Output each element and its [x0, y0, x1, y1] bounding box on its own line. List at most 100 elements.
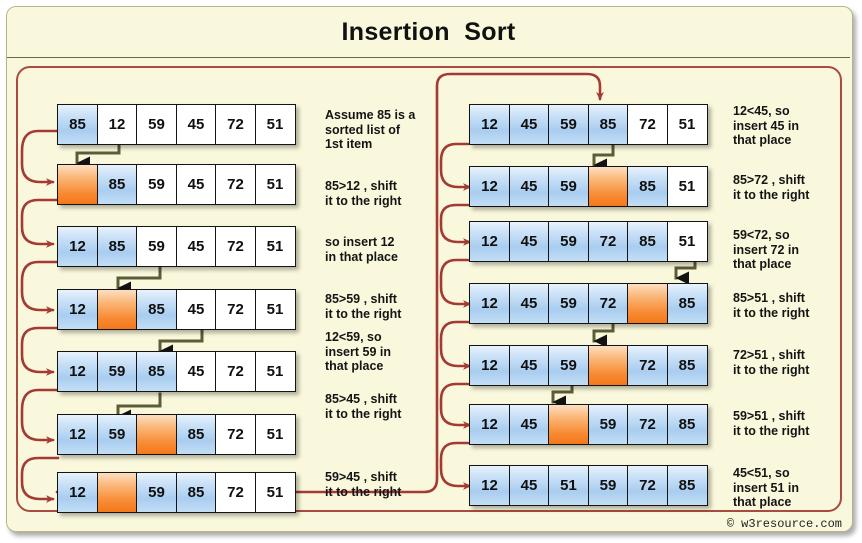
array-cell: 45 [508, 166, 550, 207]
array-cell: 85 [136, 351, 177, 392]
array-cell: 51 [548, 465, 589, 506]
step-caption: 59<72, so insert 72 in that place [733, 228, 799, 271]
step-caption: Assume 85 is a sorted list of 1st item [325, 108, 416, 151]
array-cell: 72 [215, 226, 256, 267]
array-cell-gap [548, 404, 589, 445]
array-cell: 59 [587, 404, 629, 445]
array-cell: 72 [215, 289, 256, 330]
array-cell: 12 [469, 345, 510, 386]
array-cell: 85 [627, 221, 668, 262]
array-cell: 85 [587, 104, 629, 145]
array-cell: 12 [469, 283, 510, 324]
array-cell: 59 [548, 221, 589, 262]
array-cell: 45 [508, 221, 550, 262]
array-cell: 12 [469, 166, 510, 207]
array-cell: 85 [96, 226, 138, 267]
array-cell-gap [627, 283, 668, 324]
array-cell: 45 [175, 164, 217, 205]
step-caption: 72>51 , shift it to the right [733, 348, 810, 377]
array-cell-gap [96, 289, 138, 330]
array-cell: 72 [627, 465, 668, 506]
array-cell: 72 [215, 351, 256, 392]
array-cell: 12 [469, 465, 510, 506]
array-cell: 12 [469, 104, 510, 145]
array-cell: 45 [508, 283, 550, 324]
step-caption: 12<59, so insert 59 in that place [325, 330, 391, 373]
step-caption: 85>51 , shift it to the right [733, 291, 810, 320]
array-cell: 59 [96, 351, 138, 392]
step-caption: so insert 12 in that place [325, 235, 398, 264]
array-cell: 51 [666, 221, 708, 262]
array-cell: 59 [548, 166, 589, 207]
array-cell: 72 [627, 104, 668, 145]
array-cell: 12 [96, 104, 138, 145]
array-cell: 59 [136, 226, 177, 267]
array-cell: 59 [136, 104, 177, 145]
array-cell: 59 [136, 472, 177, 513]
array-cell: 51 [666, 104, 708, 145]
array-cell-gap [587, 345, 629, 386]
array-cell: 72 [215, 414, 256, 455]
array-cell: 12 [57, 351, 98, 392]
step-caption: 59>45 , shift it to the right [325, 470, 402, 499]
array-cell: 45 [175, 289, 217, 330]
step-caption: 85>45 , shift it to the right [325, 392, 402, 421]
array-cell: 72 [627, 345, 668, 386]
array-cell: 45 [175, 351, 217, 392]
array-cell: 12 [469, 404, 510, 445]
array-cell: 45 [175, 226, 217, 267]
array-cell: 45 [508, 345, 550, 386]
array-cell: 45 [508, 104, 550, 145]
array-cell: 12 [57, 226, 98, 267]
array-cell: 45 [175, 104, 217, 145]
page-title: Insertion Sort [341, 17, 516, 46]
array-cell: 72 [627, 404, 668, 445]
array-cell-gap [96, 472, 138, 513]
array-cell: 85 [666, 283, 708, 324]
array-cell: 59 [548, 104, 589, 145]
array-cell-gap [587, 166, 629, 207]
array-cell: 85 [666, 404, 708, 445]
step-caption: 45<51, so insert 51 in that place [733, 466, 799, 509]
array-cell: 51 [254, 104, 296, 145]
array-cell: 59 [587, 465, 629, 506]
array-cell: 85 [627, 166, 668, 207]
array-cell: 85 [666, 465, 708, 506]
array-cell: 45 [508, 465, 550, 506]
array-cell: 45 [508, 404, 550, 445]
array-cell: 85 [666, 345, 708, 386]
array-cell: 59 [96, 414, 138, 455]
array-cell: 51 [254, 289, 296, 330]
array-cell: 72 [215, 164, 256, 205]
array-cell: 59 [548, 345, 589, 386]
step-caption: 12<45, so insert 45 in that place [733, 104, 799, 147]
array-cell: 51 [254, 472, 296, 513]
watermark-credit: © w3resource.com [726, 517, 842, 531]
array-cell: 12 [57, 472, 98, 513]
array-cell: 72 [215, 104, 256, 145]
array-cell: 51 [254, 226, 296, 267]
array-cell: 12 [57, 289, 98, 330]
step-caption: 85>59 , shift it to the right [325, 292, 402, 321]
array-cell: 85 [175, 414, 217, 455]
array-cell: 59 [548, 283, 589, 324]
array-cell: 85 [136, 289, 177, 330]
array-cell: 12 [469, 221, 510, 262]
step-caption: 59>51 , shift it to the right [733, 409, 810, 438]
array-cell: 72 [215, 472, 256, 513]
array-cell-gap [136, 414, 177, 455]
array-cell: 59 [136, 164, 177, 205]
